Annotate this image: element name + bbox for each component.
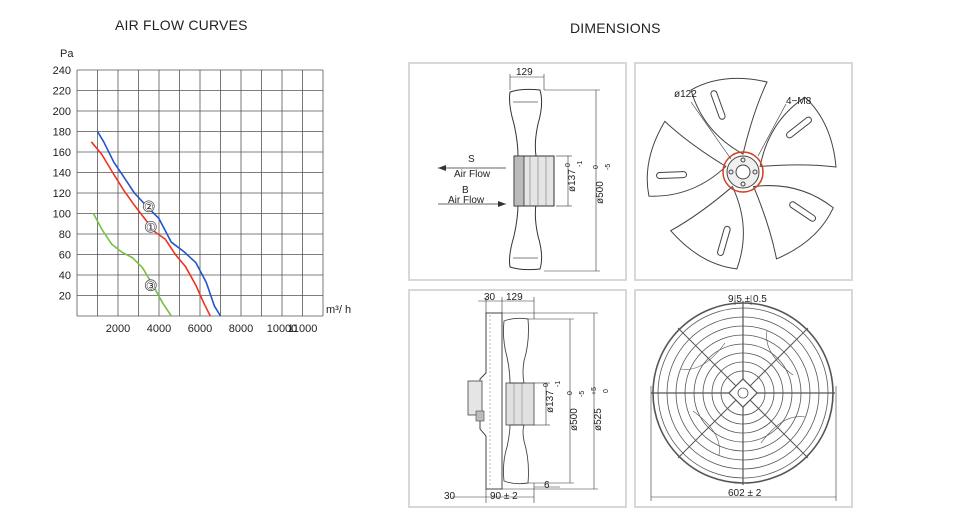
y-tick-label: 160	[53, 147, 71, 159]
x-tick-label: 4000	[147, 323, 171, 335]
side-width-label: 129	[516, 67, 533, 78]
chart-grid	[76, 69, 324, 317]
curve-labels: ② ① ③	[142, 200, 157, 292]
side-blade-tol-lower: -5	[605, 164, 612, 170]
air-flow-chart: 20 40 60 80 100 120 140 160 180 200 220 240 2000 400…	[53, 48, 351, 335]
airflow-b-letter: B	[462, 185, 469, 196]
side-blade-tol-upper: 0	[593, 165, 600, 169]
airflow-b-text: Air Flow	[448, 195, 485, 206]
y-tick-label: 40	[59, 270, 71, 282]
x-tick-label: 8000	[229, 323, 253, 335]
guard-hub-dia: ø137	[545, 390, 556, 413]
guard-blade-tol-lower: -5	[579, 391, 586, 397]
series-line-1	[96, 131, 222, 317]
guard-tol-lower: 0	[603, 389, 610, 393]
y-tick-label: 80	[59, 229, 71, 241]
guard-front-drawing: 9.5 ± 0.5 602 ± 2	[650, 294, 837, 501]
y-tick-labels: 20 40 60 80 100 120 140 160 180 200 220 240	[53, 65, 71, 303]
guard-side-drawing: 30 129 ø137 0 -1 ø500 0 -5 ø525 +5 0 30 …	[444, 292, 610, 503]
guard-hub-tol-upper: 0	[543, 383, 550, 387]
x-tick-label: 6000	[188, 323, 212, 335]
guard-width-label: 602 ± 2	[728, 488, 762, 499]
x-tick-label: 11000	[288, 323, 318, 335]
airflow-s-letter: S	[468, 154, 475, 165]
guard-side-view-panel: 30 129 ø137 0 -1 ø500 0 -5 ø525 +5 0 30 …	[408, 289, 627, 508]
y-tick-label: 240	[53, 65, 71, 77]
curve-label: ②	[144, 201, 154, 213]
front-view-drawing: ø122 4−M8	[646, 77, 837, 270]
y-tick-label: 20	[59, 291, 71, 303]
y-tick-label: 120	[53, 188, 71, 200]
curve-label-circle	[144, 279, 157, 292]
side-view-panel: 129 S Air Flow B Air Flow ø137 0 -1 ø500…	[408, 62, 627, 281]
side-hub-tol-upper: 0	[565, 163, 572, 167]
curve-label-circle	[142, 200, 155, 213]
guard-dia: ø525	[593, 408, 604, 431]
x-axis-label: m³/ h	[326, 304, 351, 316]
y-tick-label: 100	[53, 209, 71, 221]
series-line-3	[92, 213, 172, 317]
guard-blade-dia: ø500	[569, 408, 580, 431]
guard-front-view-panel: 9.5 ± 0.5 602 ± 2	[634, 289, 853, 508]
series-line-2	[90, 141, 212, 317]
side-view-drawing: 129 S Air Flow B Air Flow ø137 0 -1 ø500…	[438, 67, 612, 272]
guard-blade-tol-upper: 0	[567, 391, 574, 395]
y-tick-label: 220	[53, 86, 71, 98]
front-view-panel: ø122 4−M8	[634, 62, 853, 281]
guard-bottom-depth: 90 ± 2	[490, 491, 518, 502]
front-mounting: 4−M8	[786, 96, 812, 107]
y-tick-label: 180	[53, 127, 71, 139]
y-tick-label: 200	[53, 106, 71, 118]
y-tick-label: 60	[59, 250, 71, 262]
guard-bottom-offset: 30	[444, 491, 456, 502]
guard-bottom-gap: 6	[544, 480, 550, 491]
chart-series	[90, 131, 222, 317]
airflow-s-text: Air Flow	[454, 169, 491, 180]
guard-offset-label: 30	[484, 292, 496, 303]
x-tick-label: 2000	[106, 323, 130, 335]
side-hub-tol-lower: -1	[577, 161, 584, 167]
chart-title: AIR FLOW CURVES	[115, 17, 248, 33]
y-axis-label: Pa	[60, 48, 74, 60]
curve-label: ①	[146, 222, 156, 234]
x-tick-label: 10000	[267, 323, 298, 335]
guard-slot-label: 9.5 ± 0.5	[728, 294, 767, 305]
front-hub-dia: ø122	[674, 89, 697, 100]
guard-width-top-label: 129	[506, 292, 523, 303]
guard-tol-upper: +5	[591, 387, 598, 395]
side-blade-dia: ø500	[595, 181, 606, 204]
y-tick-label: 140	[53, 168, 71, 180]
guard-hub-tol-lower: -1	[555, 381, 562, 387]
dimensions-title: DIMENSIONS	[570, 20, 661, 36]
side-hub-dia: ø137	[567, 169, 578, 192]
curve-label: ③	[146, 280, 156, 292]
curve-label-circle	[144, 220, 157, 233]
